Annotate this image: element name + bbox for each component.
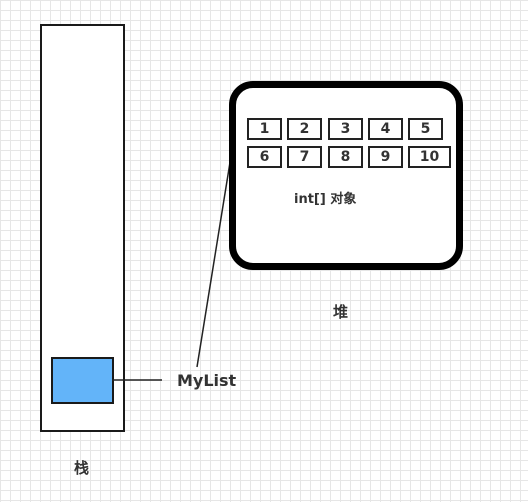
stack-variable-slot (51, 357, 114, 404)
label-to-heap-line (196, 149, 233, 368)
stack-label: 栈 (74, 459, 90, 477)
array-cell: 5 (408, 118, 443, 140)
array-cell: 4 (368, 118, 403, 140)
variable-label: MyList (177, 371, 237, 390)
array-cell: 7 (287, 146, 322, 168)
array-cell: 6 (247, 146, 282, 168)
array-cell: 3 (328, 118, 363, 140)
heap-object-box (229, 81, 463, 270)
array-cell: 10 (408, 146, 451, 168)
array-cell: 2 (287, 118, 322, 140)
object-label: int[] 对象 (294, 192, 357, 207)
heap-label: 堆 (333, 303, 349, 321)
array-cell: 8 (328, 146, 363, 168)
array-cell: 9 (368, 146, 403, 168)
array-cell: 1 (247, 118, 282, 140)
